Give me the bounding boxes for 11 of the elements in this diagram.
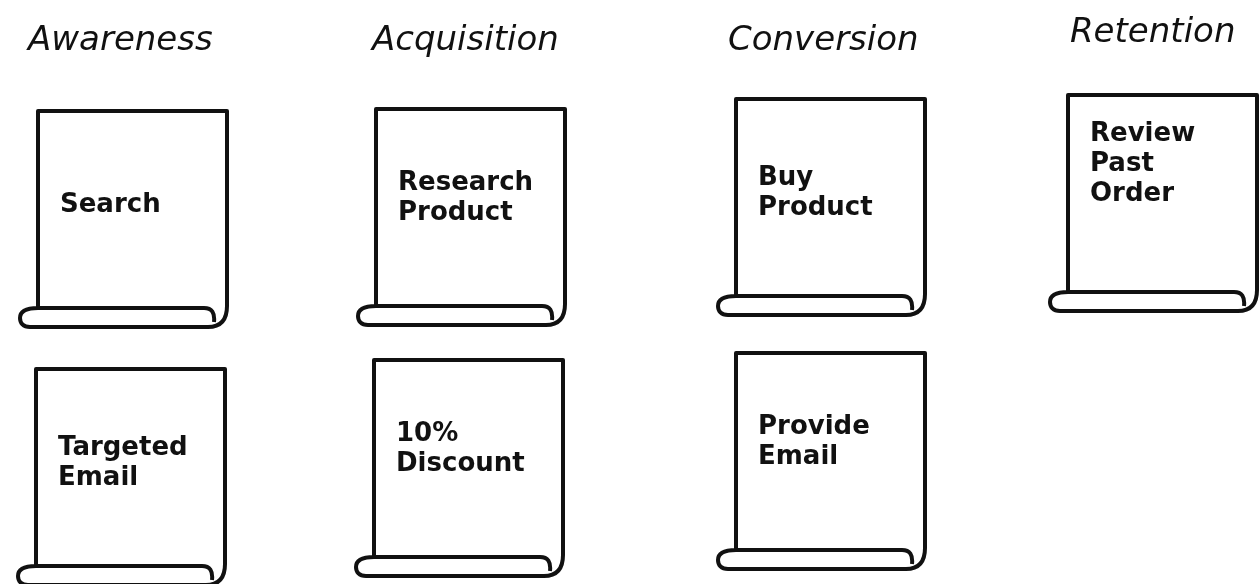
column-heading: Awareness — [28, 17, 213, 60]
card-text: Provide Email — [758, 410, 871, 470]
card-text: Targeted Email — [58, 431, 189, 491]
column-heading: Acquisition — [372, 17, 559, 60]
card-text: 10% Discount — [396, 417, 526, 477]
card-text: Research Product — [398, 166, 535, 226]
card-text: Review Past Order — [1090, 117, 1197, 207]
card-text: Buy Product — [758, 161, 874, 221]
column-heading: Retention — [1070, 9, 1236, 52]
column-heading: Conversion — [728, 17, 919, 60]
card-text: Search — [60, 188, 162, 218]
